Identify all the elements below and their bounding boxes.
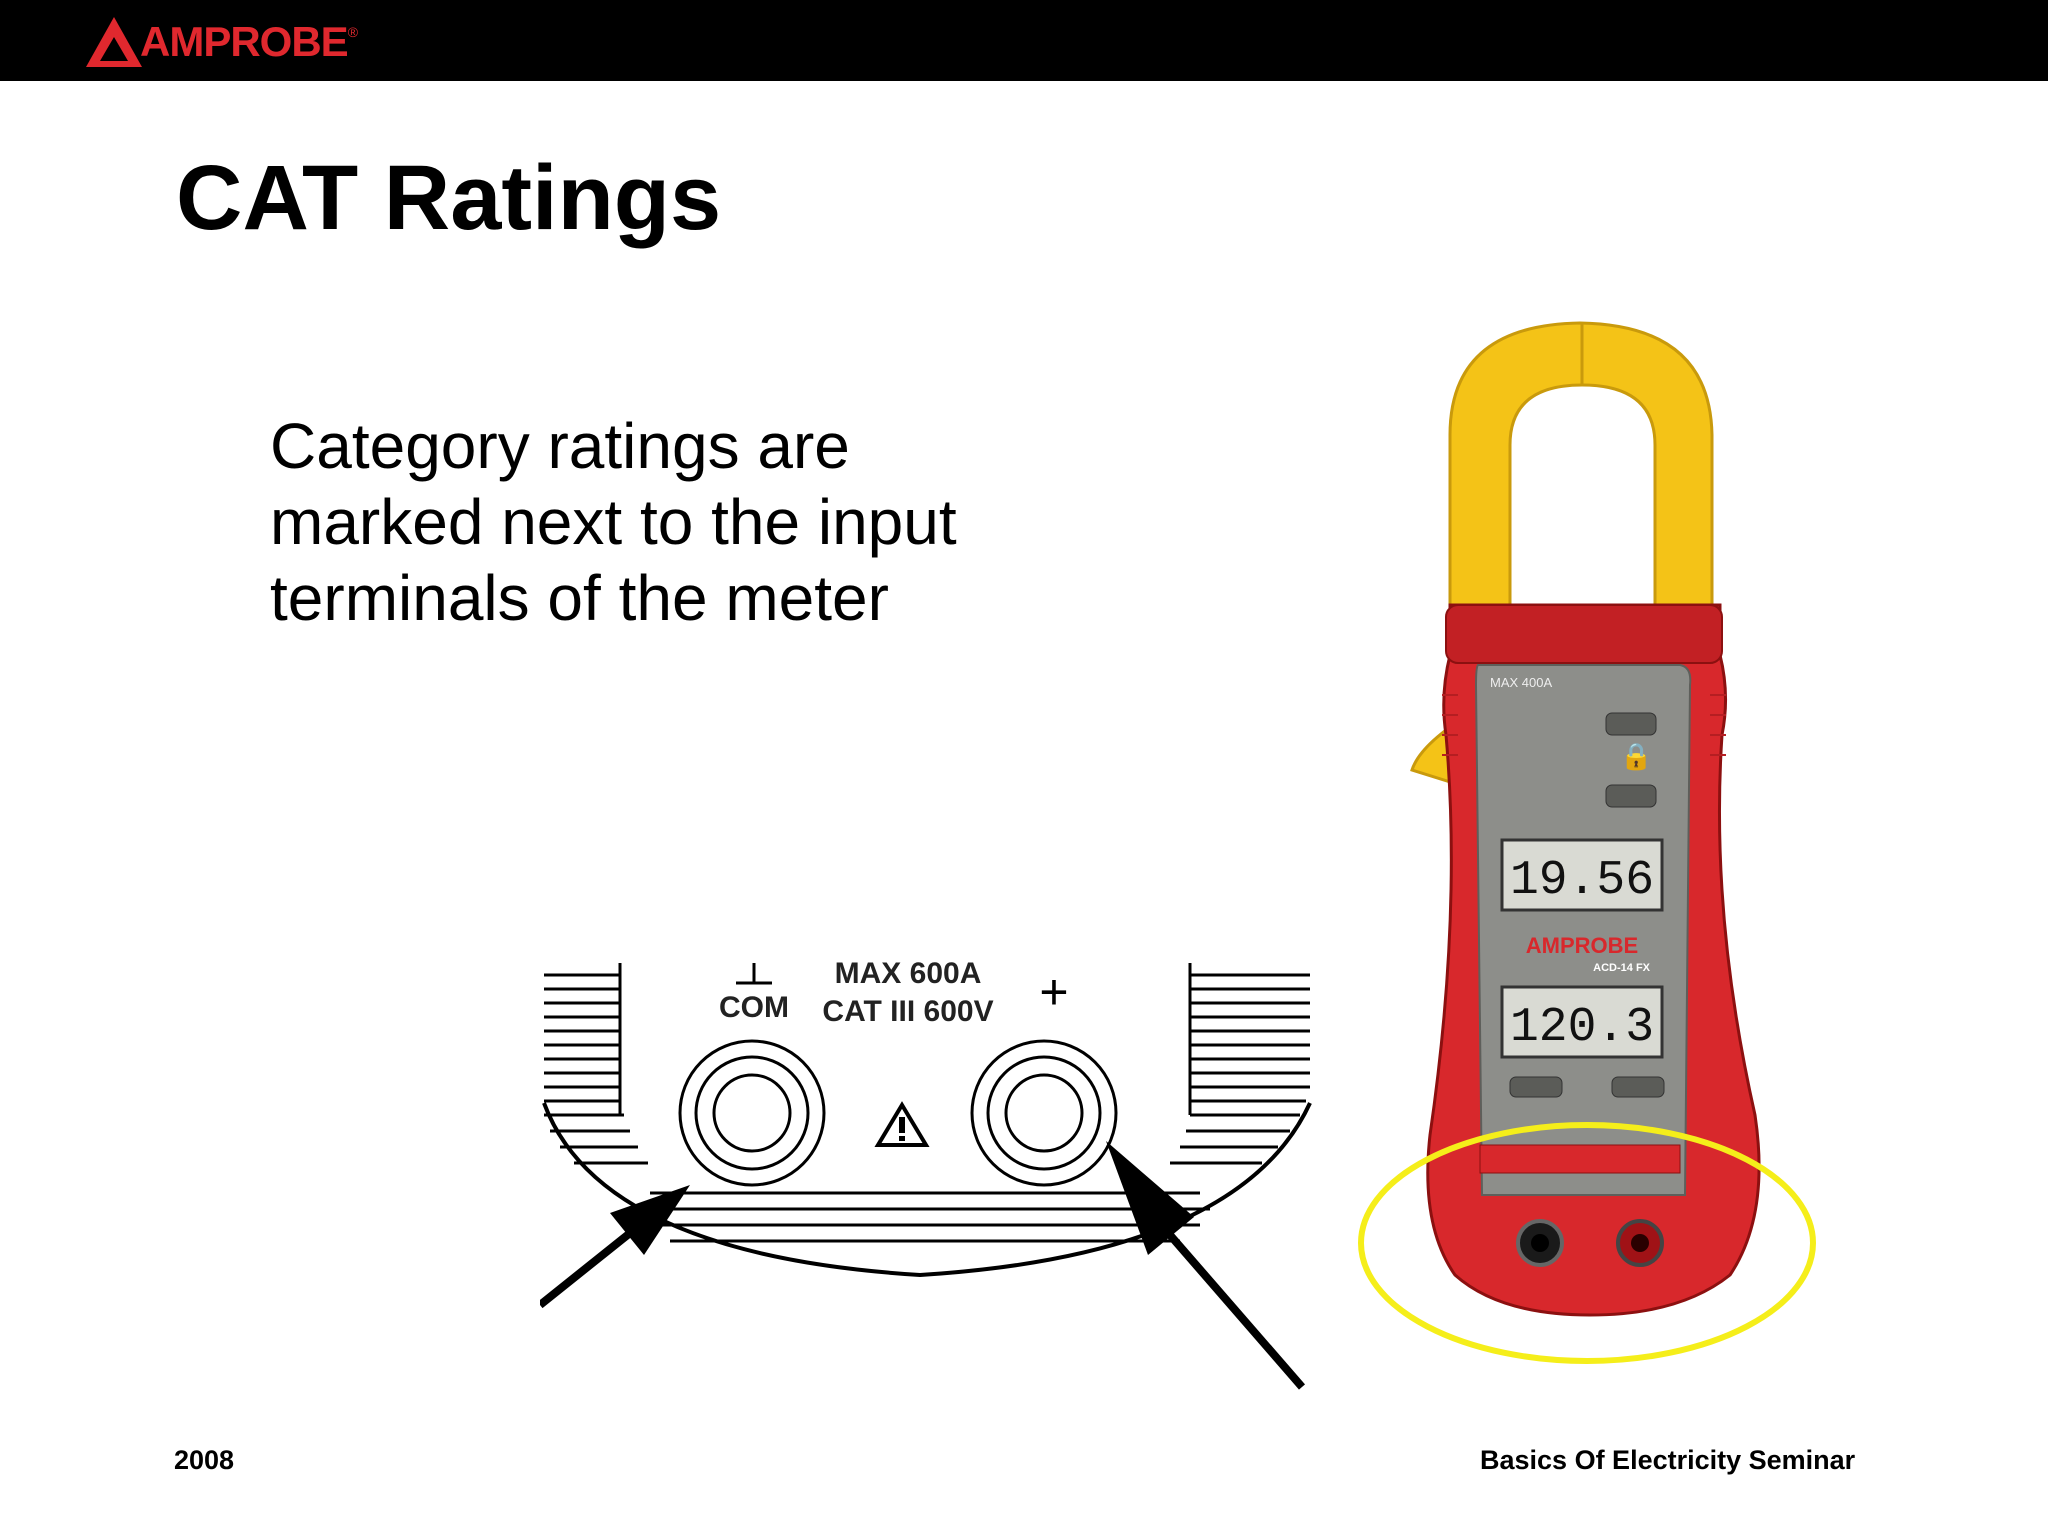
logo-triangle-icon bbox=[86, 17, 142, 67]
meter-top-label: MAX 400A bbox=[1490, 675, 1552, 690]
terminal-diagram: COM MAX 600A CAT III 600V + bbox=[540, 957, 1312, 1390]
plus-label: + bbox=[1039, 964, 1068, 1020]
warning-triangle-icon bbox=[874, 1101, 930, 1147]
red-label-bar bbox=[1479, 1144, 1681, 1174]
max-hold-button bbox=[1605, 712, 1657, 736]
lcd-display-bottom bbox=[1500, 985, 1664, 1059]
meter-model: ACD-14 FX bbox=[1593, 962, 1651, 974]
logo-text: AMPROBE bbox=[140, 18, 349, 65]
body-text: Category ratings are marked next to the … bbox=[270, 410, 957, 634]
footer-seminar: Basics Of Electricity Seminar bbox=[1480, 1445, 1856, 1475]
select-button bbox=[1509, 1076, 1563, 1098]
reading-bottom: 120.3 bbox=[1510, 1001, 1654, 1055]
com-label: COM bbox=[719, 991, 789, 1024]
left-ribs bbox=[544, 963, 648, 1165]
reading-top: 19.56 bbox=[1510, 854, 1654, 908]
right-arrow-icon bbox=[1106, 1141, 1306, 1390]
header-bar: AMPROBE ® bbox=[0, 0, 2048, 81]
hz-button bbox=[1611, 1076, 1665, 1098]
com-terminal bbox=[678, 1039, 826, 1187]
max-current-label: MAX 600A bbox=[835, 957, 982, 990]
lcd-display-top bbox=[1500, 838, 1664, 912]
slide-title: CAT Ratings bbox=[176, 147, 722, 249]
positive-terminal bbox=[970, 1039, 1118, 1187]
lock-icon: 🔒 bbox=[1620, 741, 1652, 771]
zero-button bbox=[1605, 784, 1657, 808]
highlight-ellipse bbox=[1358, 1122, 1816, 1364]
right-ribs bbox=[1170, 963, 1310, 1165]
meter-brand: AMPROBE bbox=[1526, 933, 1638, 958]
cat-rating-label: CAT III 600V bbox=[822, 995, 993, 1028]
footer-year: 2008 bbox=[174, 1445, 235, 1475]
logo-registered-mark: ® bbox=[347, 24, 359, 40]
left-arrow-icon bbox=[540, 1185, 690, 1309]
amprobe-logo: AMPROBE ® bbox=[84, 14, 358, 70]
